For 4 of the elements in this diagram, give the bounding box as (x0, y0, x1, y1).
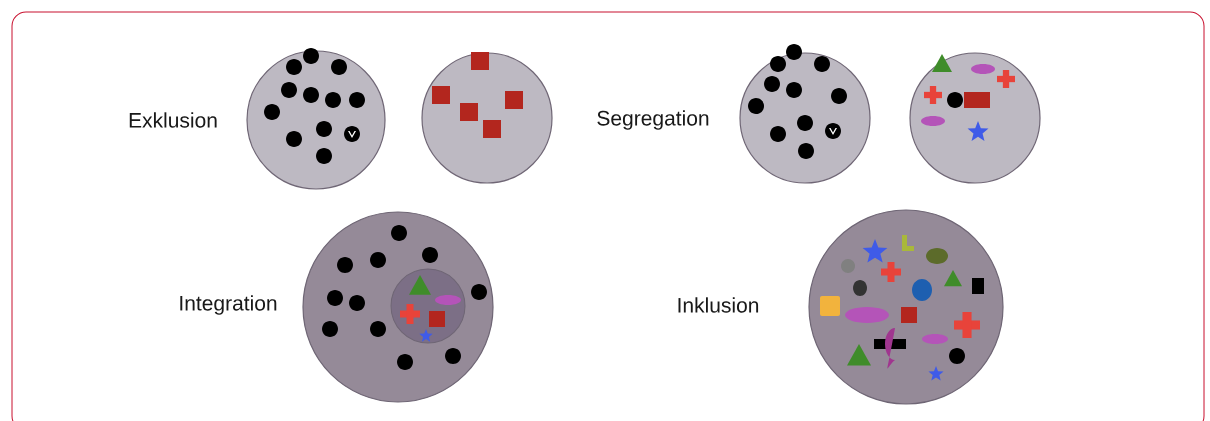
label: Inklusion (678, 297, 759, 313)
label: Segregation (597, 110, 709, 130)
label: Integration (180, 295, 277, 315)
label: Exklusion (129, 112, 217, 128)
